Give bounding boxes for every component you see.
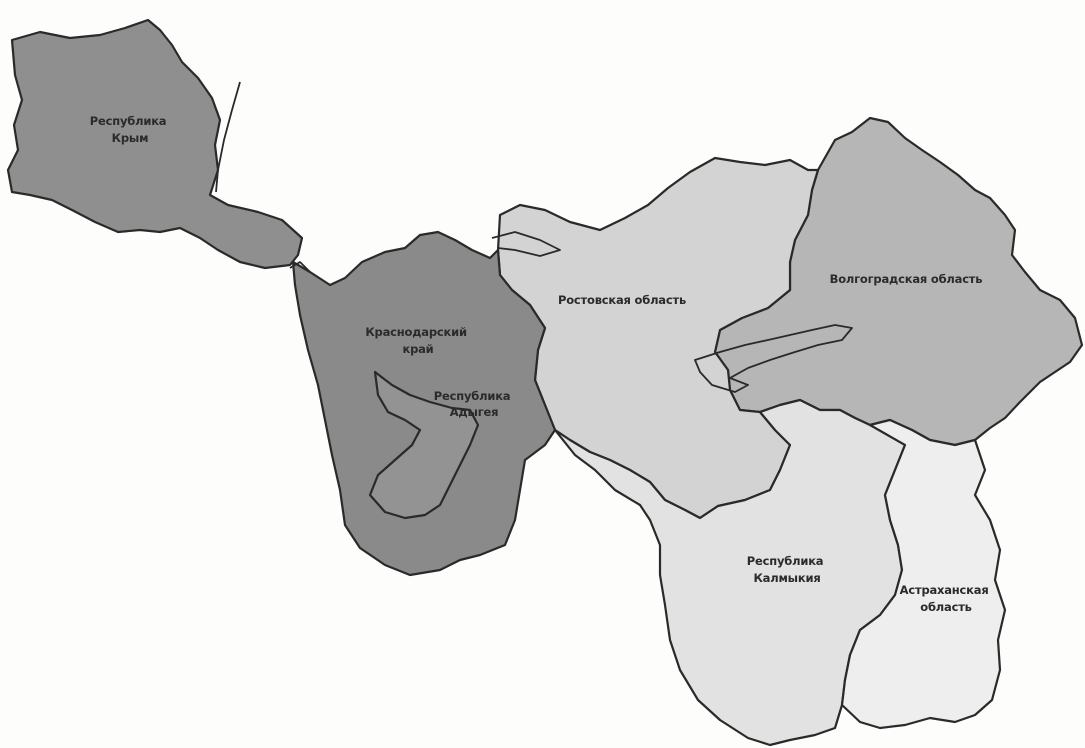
arabat-spit <box>215 81 241 193</box>
label-astrakhan: Астраханская область <box>900 583 993 614</box>
region-astrakhan <box>840 418 1007 730</box>
tsimlyansk-reservoir <box>694 324 853 393</box>
kerch-strait-coast <box>289 261 311 273</box>
label-rostov: Ростовская область <box>558 293 686 307</box>
label-volgograd: Волгоградская область <box>830 272 983 286</box>
label-crimea: Республика Крым <box>90 114 170 145</box>
region-adygea <box>368 370 480 520</box>
taganrog-bay-inlet <box>491 231 561 257</box>
label-adygea: Республика Адыгея <box>434 389 514 419</box>
region-crimea <box>6 18 304 270</box>
label-kalmykia: Республика Калмыкия <box>747 554 827 585</box>
label-krasnodar: Краснодарский край <box>365 325 470 356</box>
